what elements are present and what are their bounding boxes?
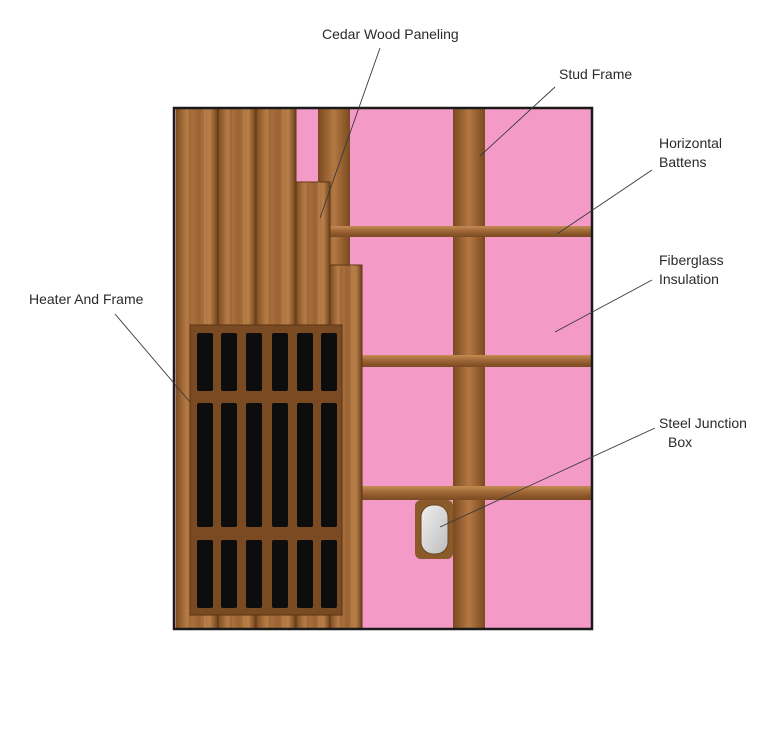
heater-slots <box>197 333 337 608</box>
label-cedar-wood-paneling: Cedar Wood Paneling <box>322 26 459 42</box>
horizontal-batten <box>330 226 592 237</box>
heater-slot <box>221 403 237 527</box>
heater-frame <box>189 324 343 616</box>
heater-slot <box>272 333 288 391</box>
heater-slot <box>297 333 313 391</box>
wall-outline <box>172 106 594 631</box>
leader-heater-and-frame <box>114 313 191 403</box>
label-stud-frame: Stud Frame <box>559 66 632 82</box>
heater-and-frame <box>189 324 343 616</box>
steel-junction-box <box>420 504 449 555</box>
leader-cedar-wood-paneling <box>319 47 381 219</box>
heater-slot <box>246 333 262 391</box>
horizontal-batten <box>362 355 592 367</box>
heater-slot <box>221 540 237 608</box>
heater-slot <box>246 403 262 527</box>
label-fiberglass-insulation: Fiberglass Insulation <box>659 252 727 287</box>
heater-slot <box>221 333 237 391</box>
heater-slot <box>197 333 213 391</box>
stud-frame-center <box>453 108 485 629</box>
heater-slot <box>272 540 288 608</box>
heater-slot <box>246 540 262 608</box>
heater-slot <box>197 540 213 608</box>
heater-slot <box>197 403 213 527</box>
horizontal-batten <box>362 486 592 500</box>
label-steel-junction-box: Steel Junction Box <box>659 415 751 450</box>
leader-fiberglass-insulation <box>554 279 653 333</box>
label-heater-and-frame: Heater And Frame <box>29 291 144 307</box>
leader-steel-junction-box <box>439 427 656 528</box>
label-horizontal-battens: Horizontal Battens <box>659 135 726 170</box>
leader-horizontal-battens <box>556 169 653 235</box>
leader-stud-frame <box>479 86 556 157</box>
heater-slot <box>297 403 313 527</box>
heater-slot <box>321 333 337 391</box>
heater-slot <box>272 403 288 527</box>
heater-slot <box>321 540 337 608</box>
heater-slot <box>297 540 313 608</box>
heater-slot <box>321 403 337 527</box>
